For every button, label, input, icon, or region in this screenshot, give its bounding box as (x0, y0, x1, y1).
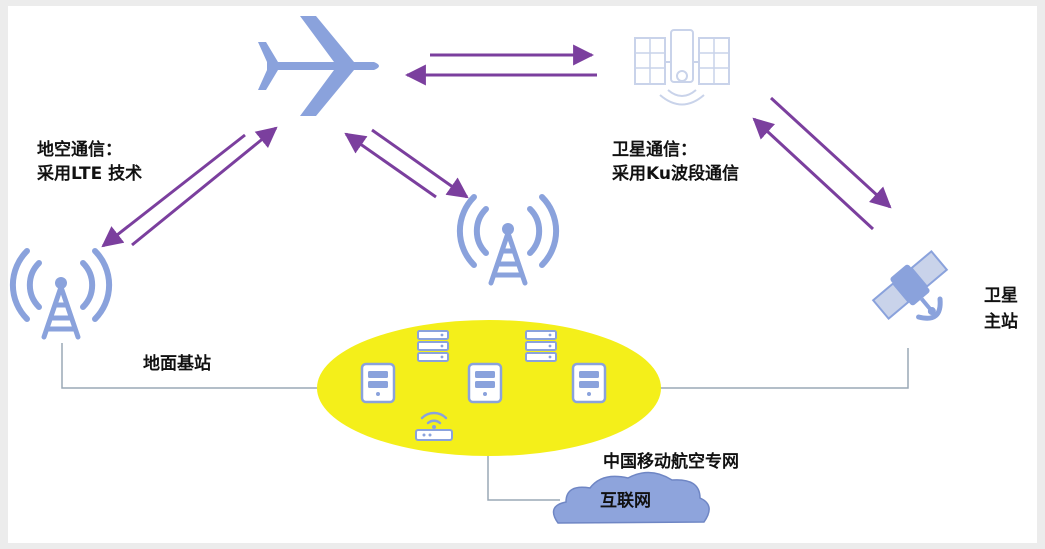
ground-station-label: 地面基站 (143, 354, 211, 374)
wifi-router-icon (415, 411, 453, 441)
center-antenna-icon (460, 197, 556, 283)
arrow-center-antenna-to-plane (344, 132, 437, 199)
arrow-satellite-to-master (769, 96, 892, 209)
satellite-comm-tech: 采用Ku波段通信 (612, 164, 739, 184)
satellite-comm-title: 卫星通信： (612, 140, 697, 160)
internet-link (487, 455, 560, 501)
master-station-link (660, 348, 909, 389)
arrow-left-antenna-to-plane (131, 126, 278, 247)
air-ground-comm-title: 地空通信： (37, 140, 122, 160)
satellite-master-label-line1: 卫星 (984, 286, 1018, 306)
satellite-master-label-line2: 主站 (984, 312, 1018, 332)
airplane-icon (258, 16, 379, 116)
arrow-plane-to-center-antenna (371, 128, 469, 199)
satellite-icon (634, 29, 730, 106)
arrow-master-to-satellite (752, 117, 875, 231)
ground-station-link (61, 343, 318, 389)
cloud-icon (552, 471, 710, 524)
server-icon (467, 362, 503, 404)
server-icon (571, 362, 607, 404)
internet-label: 互联网 (600, 491, 651, 511)
server-icon (360, 362, 396, 404)
cmcc-network-label: 中国移动航空专网 (603, 452, 739, 472)
rack-server-icon (417, 330, 449, 362)
air-ground-comm-tech: 采用LTE 技术 (37, 164, 143, 184)
arrow-plane-to-left-antenna (101, 133, 246, 248)
rack-server-icon (525, 330, 557, 362)
satellite-dish-icon (871, 249, 949, 321)
ground-antenna-icon (13, 251, 109, 337)
